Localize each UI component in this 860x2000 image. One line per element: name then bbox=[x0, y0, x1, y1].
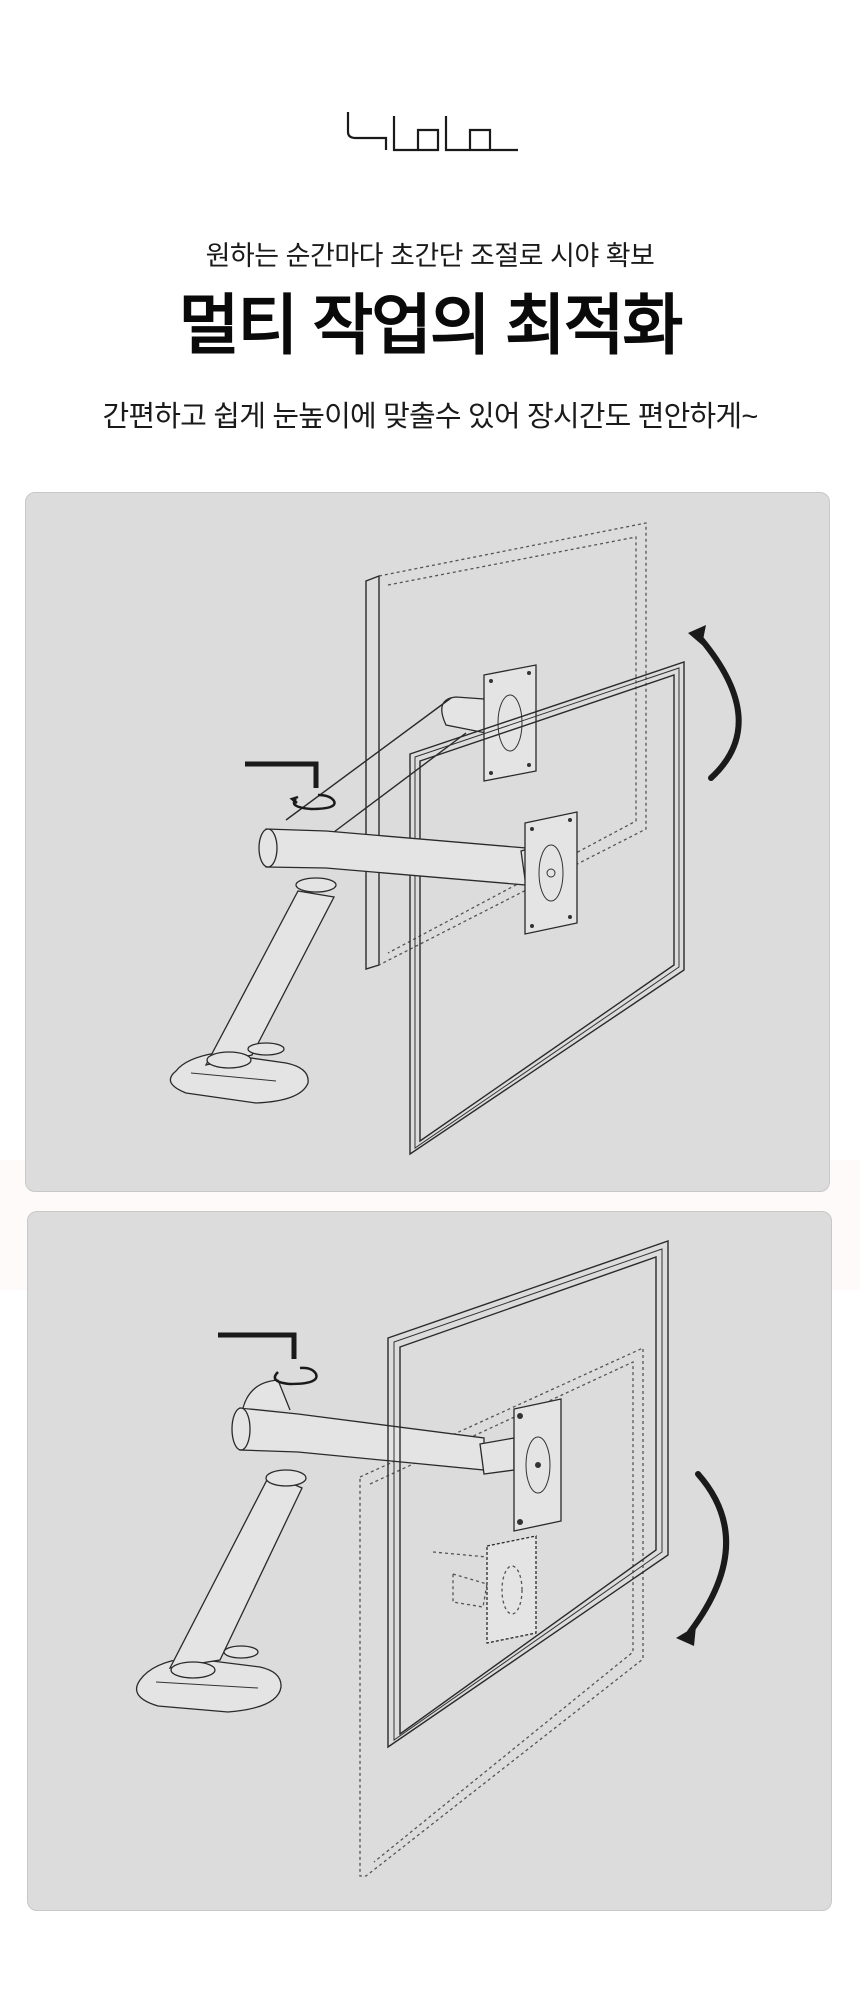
monitor-arm-tilt-up-illustration bbox=[169, 522, 742, 1156]
back-monitor-ghost bbox=[359, 1346, 644, 1877]
monitor-arm-tilt-down-illustration bbox=[135, 1240, 729, 1877]
illustration-panel-tilt-up bbox=[25, 492, 830, 1192]
monitor-arm bbox=[231, 1379, 515, 1475]
rotate-arrow-icon bbox=[292, 793, 336, 811]
page-title: 멀티 작업의 최적화 bbox=[178, 288, 683, 362]
brand-logo bbox=[346, 112, 518, 152]
desk-stand bbox=[135, 1469, 307, 1713]
front-monitor-frame bbox=[387, 1240, 669, 1749]
front-monitor-frame bbox=[409, 661, 685, 1156]
subtitle: 원하는 순간마다 초간단 조절로 시야 확보 bbox=[205, 241, 655, 271]
tilt-up-arrow-icon bbox=[698, 636, 742, 781]
rotate-arrow-icon bbox=[273, 1366, 318, 1386]
monitor-arm bbox=[258, 811, 578, 935]
vesa-plate bbox=[513, 1398, 562, 1532]
allen-key-icon bbox=[245, 761, 319, 788]
illustration-panel-tilt-down bbox=[27, 1211, 832, 1911]
desk-stand bbox=[169, 890, 335, 1104]
description: 간편하고 쉽게 눈높이에 맞출수 있어 장시간도 편안하게~ bbox=[102, 401, 759, 433]
tilt-down-arrow-icon bbox=[687, 1471, 729, 1635]
allen-key-icon bbox=[218, 1332, 297, 1359]
upper-vesa-plate bbox=[285, 664, 537, 839]
